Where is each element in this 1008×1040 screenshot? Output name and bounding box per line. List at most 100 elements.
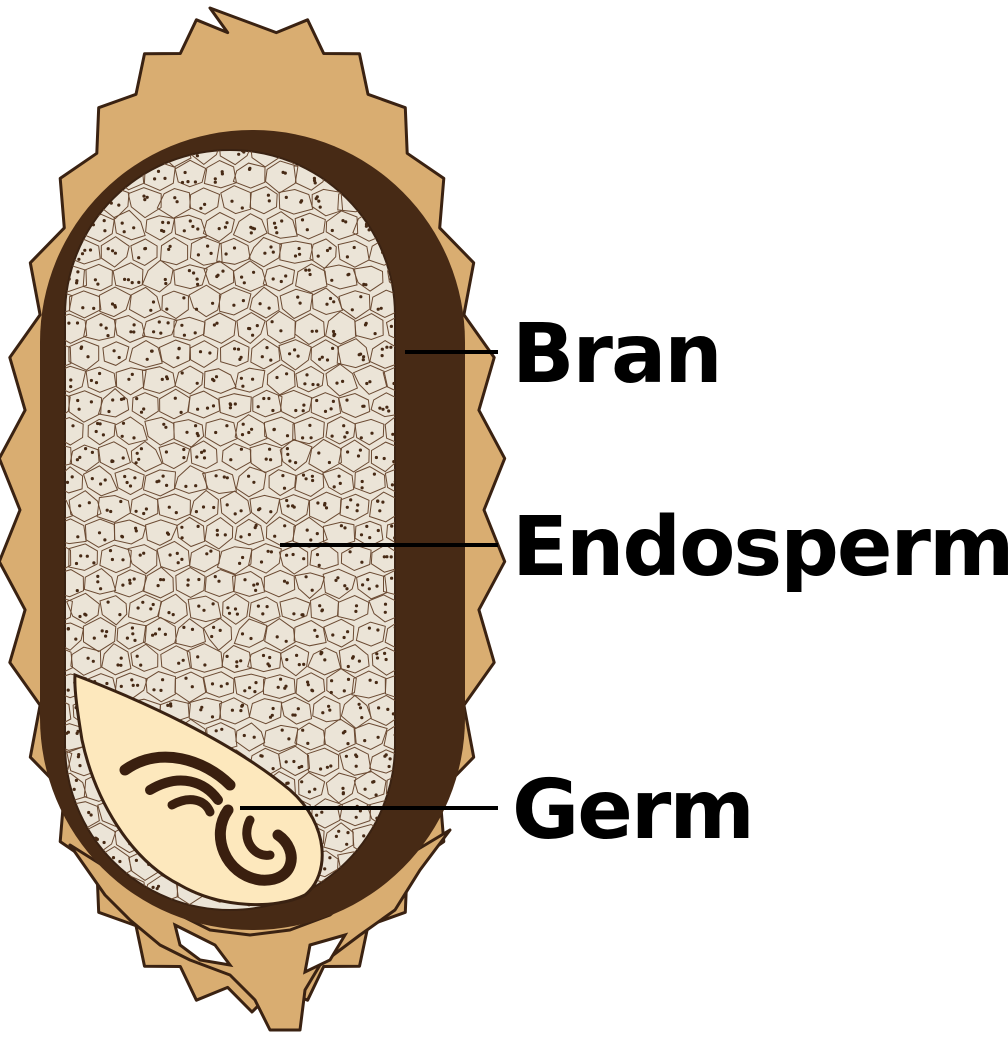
starch-granule [308, 424, 311, 427]
starch-granule [301, 729, 304, 732]
starch-granule [76, 895, 79, 898]
starch-granule [66, 481, 69, 484]
starch-granule [271, 320, 274, 323]
starch-granule [248, 686, 251, 689]
starch-granule [225, 252, 228, 255]
starch-granule [230, 200, 233, 203]
starch-granule [140, 411, 143, 414]
starch-granule [319, 206, 322, 209]
starch-granule [184, 485, 187, 488]
starch-granule [276, 635, 279, 638]
starch-granule [292, 612, 295, 615]
starch-granule [295, 654, 298, 657]
starch-granule [166, 531, 169, 534]
bran-label: Bran [512, 307, 721, 402]
starch-granule [332, 400, 335, 403]
starch-granule [164, 282, 167, 285]
starch-granule [365, 382, 368, 385]
starch-granule [256, 324, 259, 327]
starch-granule [283, 524, 286, 527]
starch-granule [249, 226, 252, 229]
starch-granule [370, 432, 373, 435]
starch-granule [254, 589, 257, 592]
starch-granule [142, 195, 145, 198]
starch-granule [378, 407, 381, 410]
starch-granule [165, 308, 168, 311]
starch-granule [241, 632, 244, 635]
starch-granule [224, 226, 227, 229]
starch-granule [194, 484, 197, 487]
starch-granule [335, 835, 338, 838]
starch-granule [226, 476, 229, 479]
starch-granule [309, 538, 312, 541]
starch-granule [323, 867, 326, 870]
starch-granule [305, 575, 308, 578]
starch-granule [76, 589, 79, 592]
starch-granule [78, 408, 81, 411]
starch-granule [83, 249, 86, 252]
starch-granule [315, 814, 318, 817]
starch-granule [385, 346, 388, 349]
starch-granule [184, 171, 187, 174]
starch-granule [374, 332, 377, 335]
starch-granule [285, 554, 288, 557]
starch-granule [177, 347, 180, 350]
starch-granule [323, 503, 326, 506]
starch-granule [233, 347, 236, 350]
starch-granule [293, 348, 296, 351]
starch-granule [142, 512, 145, 515]
starch-granule [105, 630, 108, 633]
starch-granule [381, 348, 384, 351]
starch-granule [191, 628, 194, 631]
starch-granule [71, 424, 74, 427]
starch-granule [176, 552, 179, 555]
starch-granule [49, 201, 52, 204]
starch-granule [131, 281, 134, 284]
starch-granule [192, 271, 195, 274]
starch-granule [262, 654, 265, 657]
starch-granule [281, 474, 284, 477]
starch-granule [47, 194, 50, 197]
starch-granule [285, 372, 288, 375]
starch-granule [324, 410, 327, 413]
starch-granule [354, 610, 357, 613]
starch-granule [135, 397, 138, 400]
starch-granule [129, 330, 132, 333]
starch-granule [360, 436, 363, 439]
starch-granule [92, 307, 95, 310]
starch-granule [252, 481, 255, 484]
starch-granule [57, 807, 60, 810]
starch-granule [74, 638, 77, 641]
starch-granule [279, 329, 282, 332]
starch-granule [268, 656, 271, 659]
starch-granule [87, 657, 90, 660]
starch-granule [298, 247, 301, 250]
starch-granule [242, 299, 245, 302]
starch-granule [77, 755, 80, 758]
starch-granule [218, 227, 221, 230]
starch-granule [86, 355, 89, 358]
starch-granule [120, 685, 123, 688]
starch-granule [95, 430, 98, 433]
starch-granule [238, 562, 241, 565]
starch-granule [139, 554, 142, 557]
starch-granule [186, 584, 189, 587]
starch-granule [331, 229, 334, 232]
starch-granule [212, 602, 215, 605]
starch-granule [261, 755, 264, 758]
starch-granule [392, 712, 395, 715]
starch-granule [106, 334, 109, 337]
starch-granule [328, 461, 331, 464]
starch-granule [216, 533, 219, 536]
starch-granule [197, 253, 200, 256]
starch-granule [151, 350, 154, 353]
starch-granule [133, 577, 136, 580]
starch-granule [177, 662, 180, 665]
starch-granule [174, 397, 177, 400]
starch-granule [341, 787, 344, 790]
starch-granule [329, 297, 332, 300]
starch-granule [283, 487, 286, 490]
starch-granule [302, 404, 305, 407]
starch-granule [272, 428, 275, 431]
starch-granule [285, 760, 288, 763]
